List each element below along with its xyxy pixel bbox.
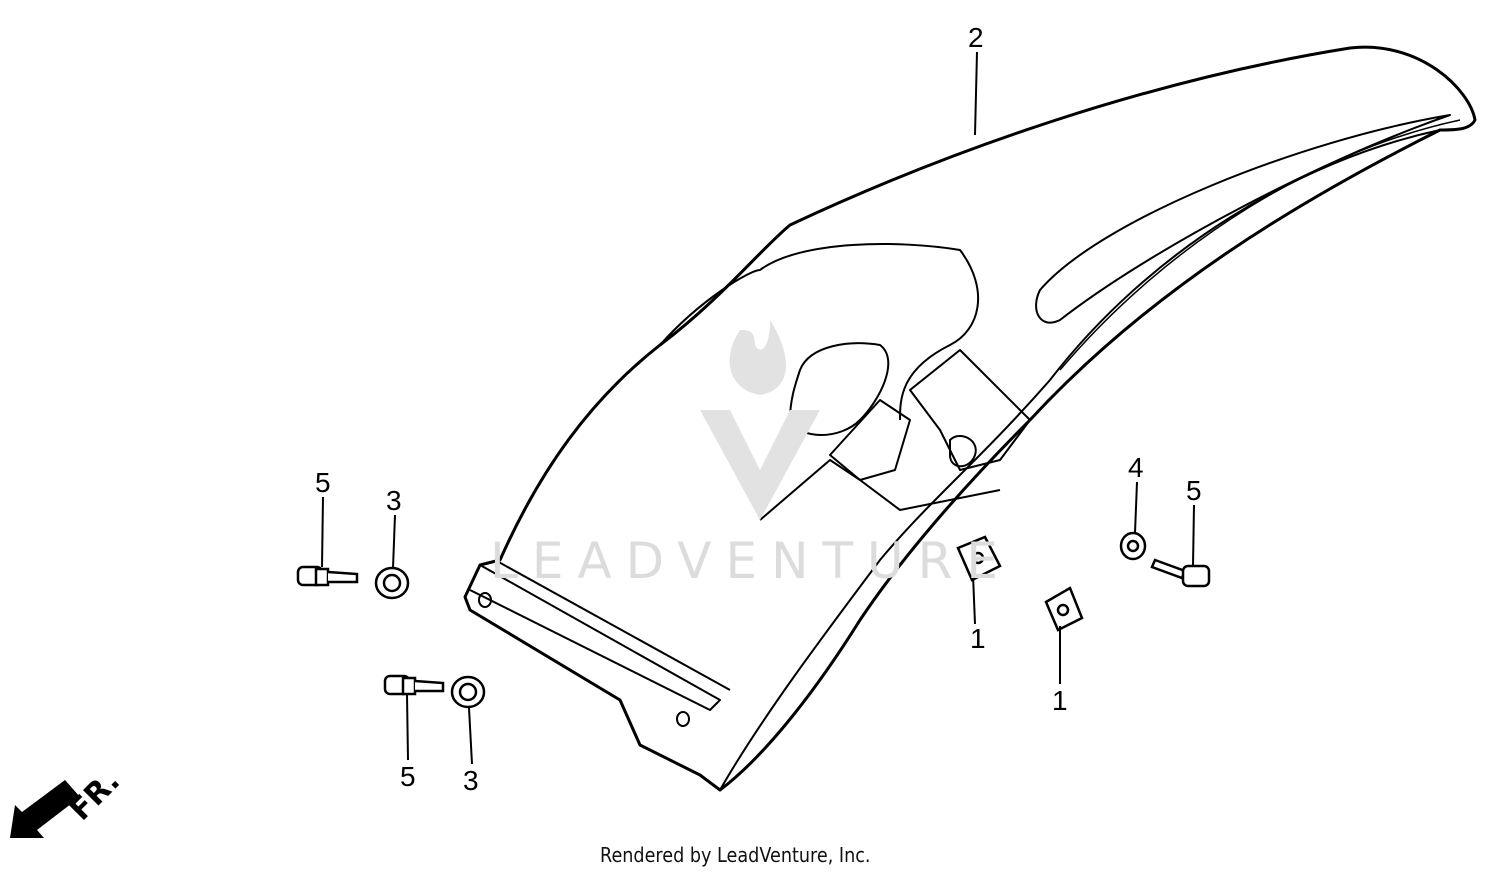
callout-3-upper-collar: 3 (386, 485, 402, 516)
watermark-text: LEADVENTURE (490, 532, 1012, 590)
clip-nut-1 (956, 535, 1002, 582)
callout-3-lower-collar: 3 (463, 765, 479, 796)
callout-5-lower-bolt: 5 (400, 761, 416, 792)
callout-2-fender: 2 (968, 22, 984, 53)
clip-nut-2 (1044, 586, 1084, 632)
collar-upper (374, 566, 410, 600)
bolt-upper-left (296, 565, 359, 587)
front-direction-label: FR. (63, 764, 127, 828)
bolt-right (1150, 558, 1211, 588)
callout-4-washer: 4 (1128, 452, 1144, 483)
leader-lines (321, 51, 1195, 765)
washer (1119, 531, 1147, 561)
bolt-lower-left (383, 674, 445, 696)
front-direction-arrow-icon: FR. (10, 764, 127, 838)
callout-1-clip-nut-2: 1 (1052, 685, 1068, 716)
callout-5-upper-bolt: 5 (315, 467, 331, 498)
collar-lower (450, 675, 486, 709)
footer-credit: Rendered by LeadVenture, Inc. (600, 843, 871, 867)
watermark-logo: LEADVENTURE (490, 320, 1012, 590)
callout-5-right-bolt: 5 (1186, 475, 1202, 506)
callout-1-clip-nut: 1 (970, 623, 986, 654)
rear-fender (463, 45, 1477, 792)
